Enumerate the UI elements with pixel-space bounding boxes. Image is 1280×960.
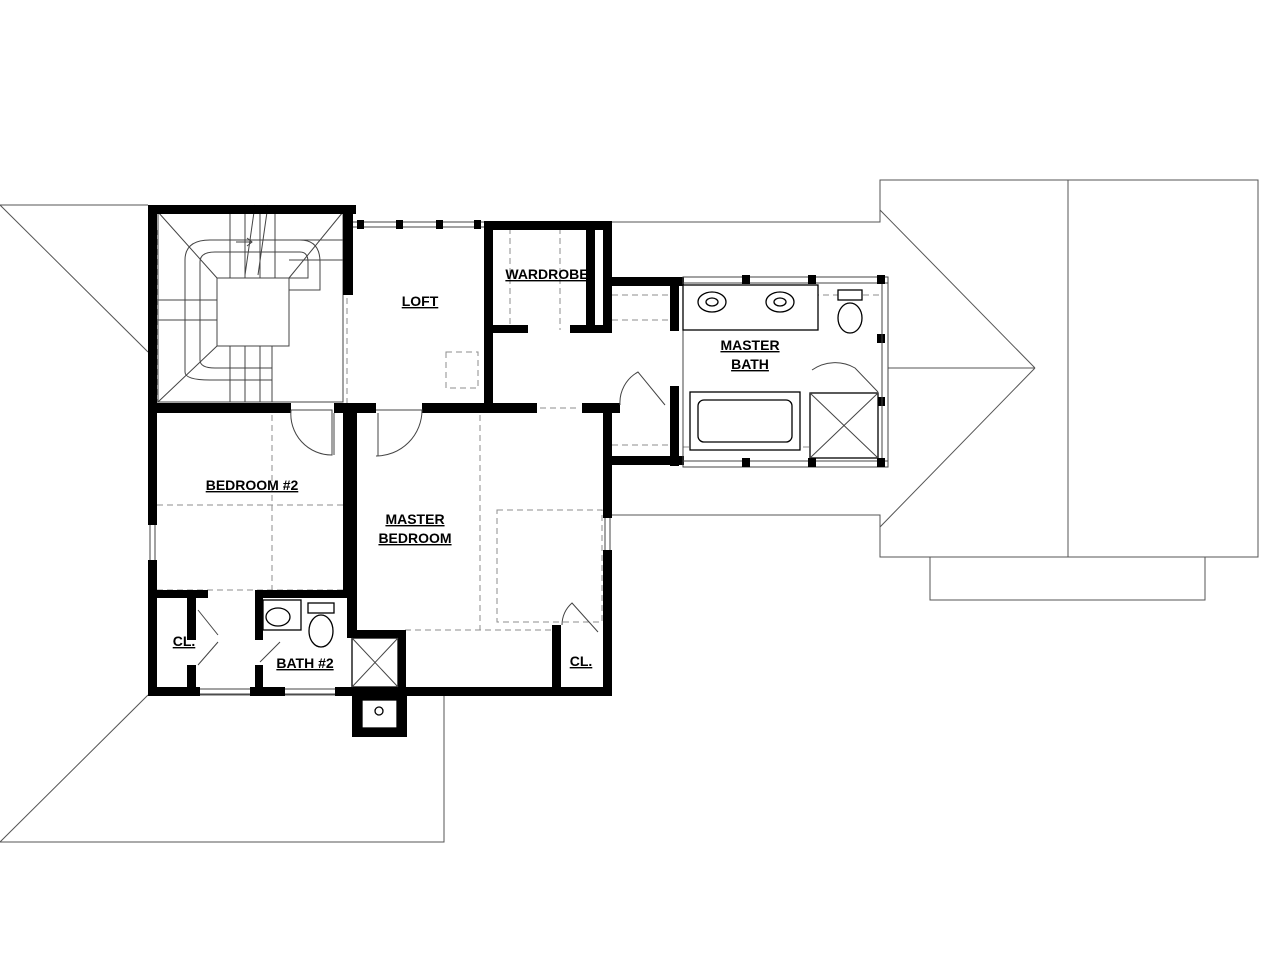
master-bath-posts — [682, 275, 889, 468]
roof-outline-left — [0, 204, 445, 843]
room-label-closet-left: CL. — [173, 633, 196, 649]
toilet-icon — [837, 289, 863, 301]
room-label-master-bath-line1: MASTER — [720, 337, 779, 353]
windows-loft — [353, 220, 484, 229]
room-label-master-bath-line2: BATH — [731, 356, 769, 372]
flue-icon — [374, 706, 384, 716]
room-label-master-bedroom-line2: BEDROOM — [378, 530, 451, 546]
sink-icon — [265, 607, 291, 627]
window-bottom — [149, 518, 611, 695]
room-label-bath-2: BATH #2 — [276, 655, 334, 671]
walls — [148, 205, 684, 737]
room-label-bedroom-2: BEDROOM #2 — [206, 477, 299, 493]
room-label-master-bedroom-line1: MASTER — [385, 511, 444, 527]
room-label-wardrobe: WARDROBE — [505, 266, 588, 282]
bath2-fixtures — [262, 599, 399, 688]
doors — [197, 362, 879, 666]
toilet-icon — [307, 602, 335, 614]
room-label-closet-right: CL. — [570, 653, 593, 669]
roof-outline-right — [612, 179, 1259, 601]
master-bath-fixtures — [682, 284, 879, 459]
staircase — [157, 204, 344, 403]
room-label-loft: LOFT — [402, 293, 439, 309]
